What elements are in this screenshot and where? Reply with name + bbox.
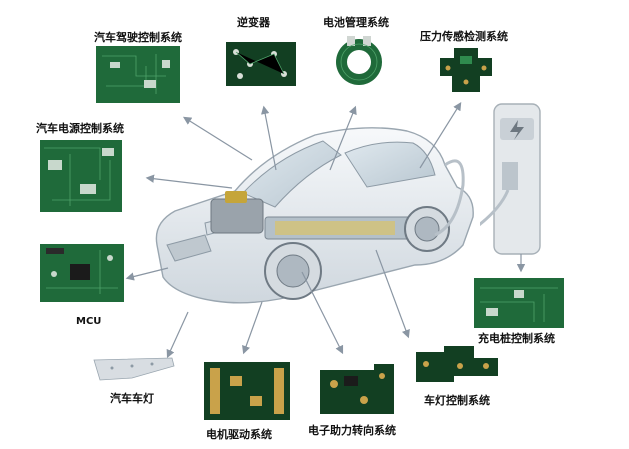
charging-cable	[434, 159, 465, 237]
pcb-power-control	[40, 140, 122, 212]
charging-station	[480, 103, 541, 255]
arrow-light-control	[375, 249, 410, 339]
pcb-pressure-sensing	[440, 48, 492, 92]
label-battery-management: 电池管理系统	[323, 16, 389, 29]
label-power-steering: 电子助力转向系统	[308, 424, 396, 437]
pcb-motor-drive	[204, 362, 290, 420]
arrow-headlight	[166, 311, 189, 359]
arrow-battery	[329, 105, 357, 171]
arrow-driving-control	[182, 116, 253, 161]
pcb-power-steering	[314, 364, 398, 420]
arrow-power-control	[145, 174, 233, 189]
pcb-headlight	[92, 356, 176, 382]
car-illustration	[155, 127, 474, 304]
arrow-pressure	[419, 101, 462, 169]
pcb-inverter	[226, 42, 296, 86]
car-grille	[166, 234, 212, 262]
label-mcu: MCU	[76, 316, 102, 327]
pcb-battery-management	[334, 34, 384, 88]
arrow-inverter	[261, 105, 277, 171]
label-driving-control: 汽车驾驶控制系统	[94, 31, 182, 44]
label-headlight: 汽车车灯	[110, 392, 154, 405]
label-charging-pile: 充电桩控制系统	[478, 332, 555, 345]
engine-part	[225, 191, 247, 203]
label-inverter: 逆变器	[237, 16, 270, 29]
label-motor-drive: 电机驱动系统	[206, 428, 272, 441]
pcb-driving-control	[96, 46, 180, 103]
car-side-window	[344, 141, 436, 188]
label-pressure-sensing: 压力传感检测系统	[420, 30, 508, 43]
arrow-motor	[242, 301, 263, 355]
arrow-steering	[301, 271, 344, 355]
car-windshield	[242, 140, 342, 208]
label-power-control: 汽车电源控制系统	[36, 122, 124, 135]
pcb-light-control	[414, 344, 500, 384]
pcb-charging-pile	[474, 278, 564, 328]
arrow-mcu	[125, 267, 169, 281]
pcb-mcu	[40, 244, 124, 302]
battery-cells	[275, 221, 395, 235]
label-light-control: 车灯控制系统	[424, 394, 490, 407]
